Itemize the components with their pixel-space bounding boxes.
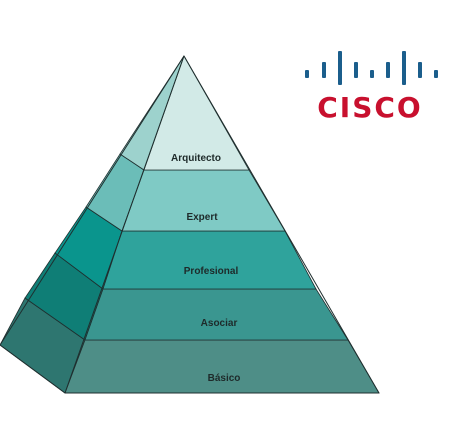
- pyramid-edge-right: [65, 55, 380, 394]
- pyramid-front-asociar: [84, 288, 349, 341]
- tier-label-asociar: Asociar: [201, 318, 238, 329]
- tier-label-arquitecto: Arquitecto: [171, 153, 221, 164]
- cisco-logo-wordmark: CISCO: [317, 91, 422, 124]
- pyramid-edge-ridge: [64, 55, 185, 394]
- tier-label-expert: Expert: [186, 212, 218, 223]
- tier-label-profesional: Profesional: [184, 266, 239, 277]
- cisco-logo-bars-icon: [305, 51, 438, 85]
- tier-label-basico: Básico: [208, 373, 241, 384]
- pyramid-edge-left: [0, 55, 185, 394]
- pyramid-front-basico: [64, 339, 380, 394]
- pyramid-front-profesional: [102, 230, 317, 290]
